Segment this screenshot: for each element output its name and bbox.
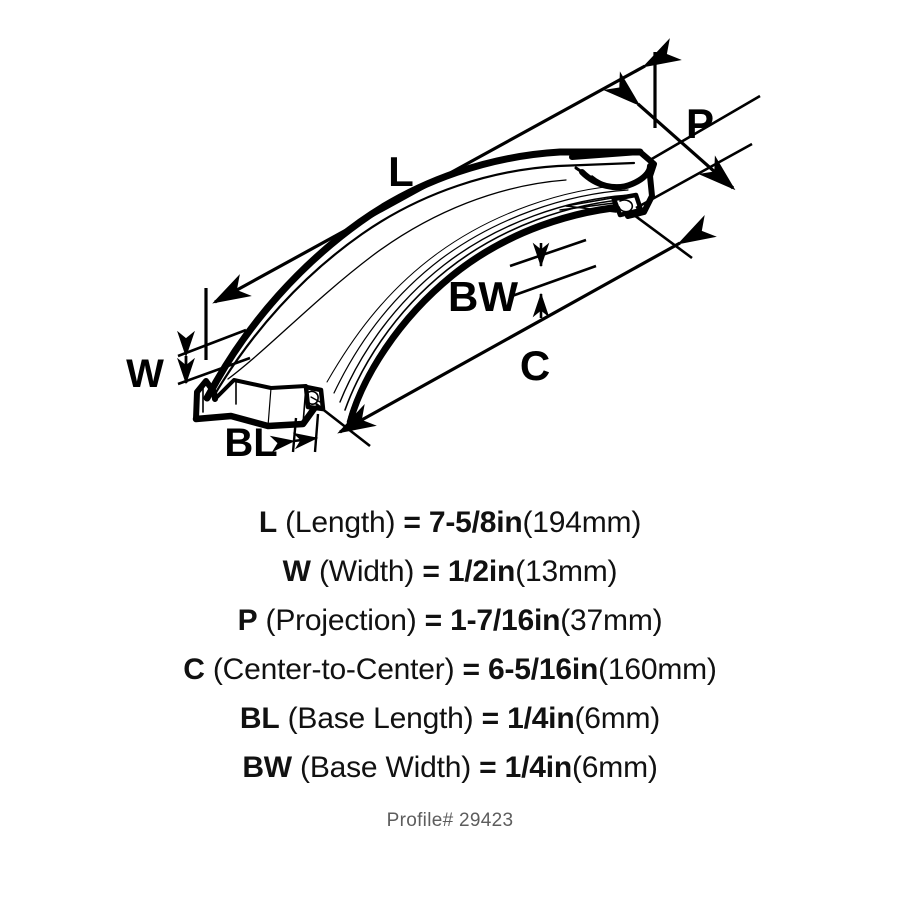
spec-metric: (6mm) bbox=[572, 751, 658, 784]
spec-row-length: L (Length) = 7-5/8in(194mm) bbox=[0, 498, 900, 547]
BL-ext-right bbox=[313, 413, 320, 453]
dimension-label-BL: BL bbox=[224, 421, 277, 465]
spec-value: 6-5/16in bbox=[487, 653, 599, 686]
spec-name: (Length) bbox=[285, 506, 396, 539]
spec-equals: = bbox=[479, 751, 497, 784]
dimension-W bbox=[177, 328, 251, 386]
dimension-BW bbox=[509, 238, 597, 318]
spec-equals: = bbox=[424, 604, 443, 637]
spec-value: 1/4in bbox=[507, 702, 575, 735]
BL-dimension-arrow bbox=[269, 432, 319, 453]
spec-metric: (13mm) bbox=[515, 555, 618, 588]
dimension-label-P: P bbox=[686, 100, 714, 147]
spec-name: (Width) bbox=[318, 555, 415, 588]
spec-equals: = bbox=[481, 702, 500, 735]
P-leader-lower bbox=[635, 142, 753, 210]
spec-name: (Projection) bbox=[265, 604, 417, 637]
spec-name: (Center-to-Center) bbox=[212, 653, 455, 686]
spec-symbol: C bbox=[183, 653, 205, 686]
left-base-boss bbox=[303, 384, 326, 412]
dimension-label-W: W bbox=[126, 352, 164, 396]
P-dimension-line bbox=[603, 71, 736, 191]
spec-row-projection: P (Projection) = 1-7/16in(37mm) bbox=[0, 596, 900, 645]
spec-name: (Base Width) bbox=[300, 751, 472, 784]
C-dimension-line bbox=[337, 214, 717, 434]
spec-metric: (160mm) bbox=[598, 653, 717, 686]
spec-equals: = bbox=[403, 506, 421, 539]
spec-equals: = bbox=[422, 555, 440, 588]
dimension-BL bbox=[269, 413, 320, 453]
spec-symbol: W bbox=[282, 555, 311, 588]
dimension-P bbox=[603, 71, 761, 210]
dimension-label-C: C bbox=[520, 342, 550, 389]
spec-row-base-length: BL (Base Length) = 1/4in(6mm) bbox=[0, 694, 900, 743]
product-dimension-drawing: L P C W bbox=[126, 38, 761, 465]
dimension-label-L: L bbox=[388, 148, 414, 195]
dimension-label-BW: BW bbox=[448, 273, 518, 320]
spec-symbol: BW bbox=[242, 751, 292, 784]
spec-symbol: L bbox=[258, 506, 277, 539]
spec-metric: (37mm) bbox=[560, 604, 663, 637]
C-leader-right bbox=[629, 210, 693, 260]
spec-symbol: BL bbox=[239, 702, 280, 735]
BW-ref-lower bbox=[511, 264, 597, 298]
spec-value: 7-5/8in bbox=[428, 506, 523, 539]
profile-number: Profile# 29423 bbox=[386, 810, 514, 831]
C-leader-left bbox=[315, 402, 371, 448]
spec-equals: = bbox=[462, 653, 481, 686]
specification-list: L (Length) = 7-5/8in(194mm) W (Width) = … bbox=[0, 498, 900, 792]
spec-row-center-to-center: C (Center-to-Center) = 6-5/16in(160mm) bbox=[0, 645, 900, 694]
BW-ref-upper bbox=[509, 238, 587, 268]
spec-value: 1-7/16in bbox=[450, 604, 561, 637]
spec-row-base-width: BW (Base Width) = 1/4in(6mm) bbox=[0, 743, 900, 792]
L-dimension-line bbox=[212, 38, 682, 304]
P-leader-upper bbox=[649, 94, 761, 162]
dimension-C bbox=[315, 210, 717, 448]
spec-value: 1/4in bbox=[504, 751, 573, 784]
spec-value: 1/2in bbox=[447, 555, 516, 588]
spec-metric: (6mm) bbox=[574, 702, 661, 735]
right-base-boss bbox=[611, 192, 644, 218]
spec-symbol: P bbox=[237, 604, 258, 637]
spec-metric: (194mm) bbox=[522, 506, 642, 539]
spec-row-width: W (Width) = 1/2in(13mm) bbox=[0, 547, 900, 596]
spec-name: (Base Length) bbox=[287, 702, 474, 735]
